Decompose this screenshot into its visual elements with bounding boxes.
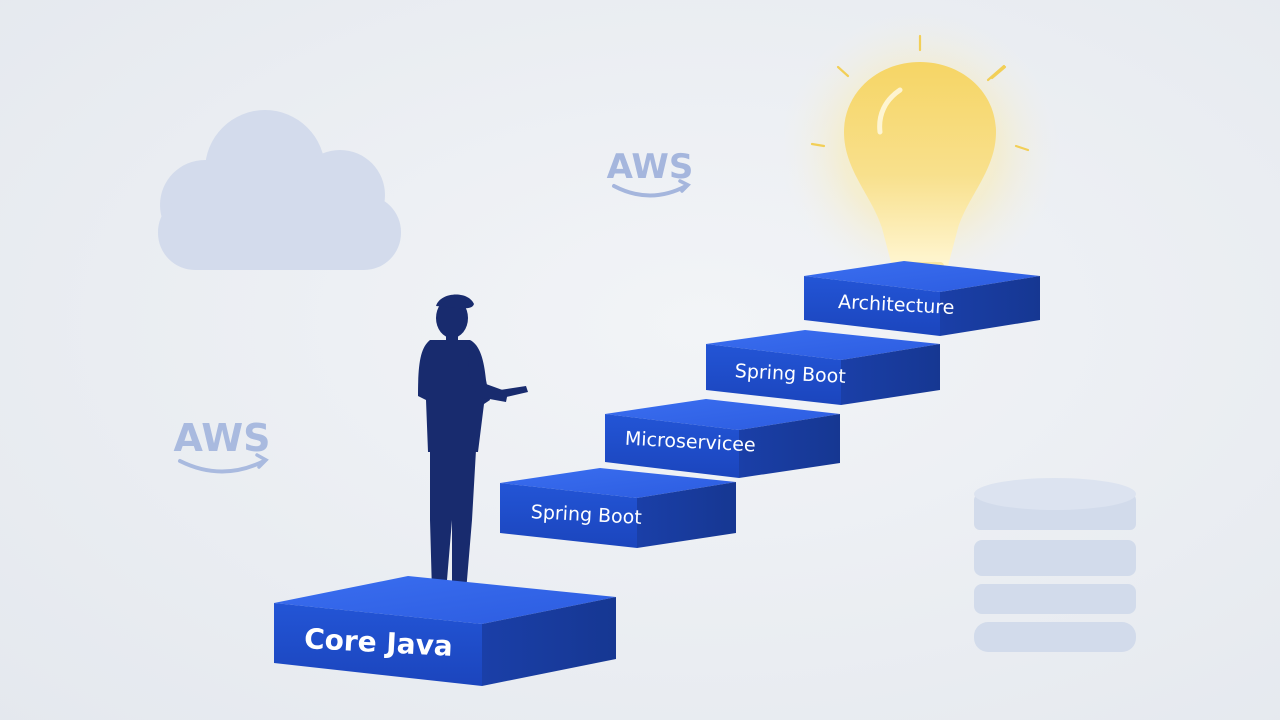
aws-logo-icon: AWS (607, 147, 693, 198)
aws-logo-text: AWS (174, 416, 271, 460)
step-3: Spring Boot (706, 330, 940, 405)
step-2: Microservicee (605, 399, 840, 478)
base-label: Core Java (303, 622, 453, 663)
light-rays (810, 34, 1030, 152)
aws-smile (178, 459, 266, 474)
step-4: Architecture (804, 261, 1040, 336)
database-icon (974, 478, 1136, 652)
person-figure (418, 294, 528, 604)
base-platform: Core Java (274, 576, 616, 686)
aws-smile (612, 184, 688, 198)
cloud-icon (158, 110, 401, 270)
aws-logo-icon: AWS (174, 416, 271, 474)
step-1: Spring Boot (500, 468, 736, 548)
